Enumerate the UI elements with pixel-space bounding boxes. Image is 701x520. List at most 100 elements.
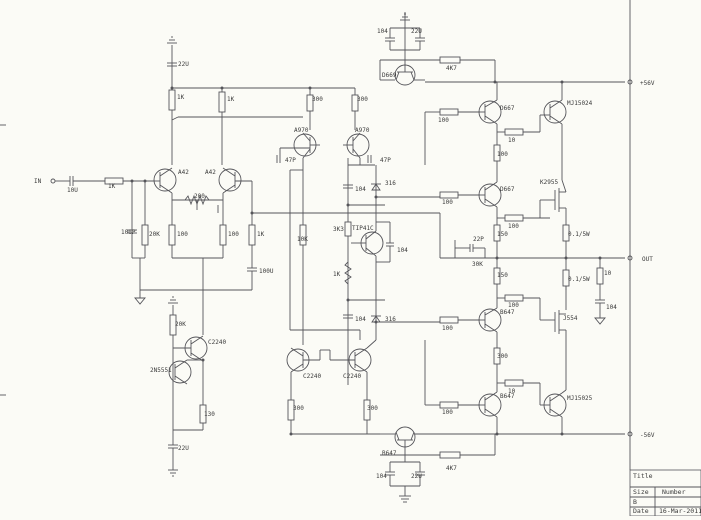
label-a42-right: A42 (205, 169, 216, 176)
label-c22u-left-bottom: 22U (178, 445, 189, 452)
label-j554: J554 (563, 315, 578, 322)
label-c104-c: 104 (397, 247, 408, 254)
resistor-100-pre-top (439, 108, 459, 116)
junction (560, 80, 564, 84)
label-k2955: K2955 (540, 179, 558, 186)
label-c104-a: 104 (355, 186, 366, 193)
resistor-100-b (219, 224, 227, 246)
junction (374, 195, 378, 199)
capacitor-104-out (595, 299, 605, 304)
ground-symbol (168, 296, 178, 304)
label-r20k-a: 20K (149, 231, 160, 238)
label-mj15024: MJ15024 (567, 100, 593, 107)
label-r100-j: 100 (508, 302, 519, 309)
capacitor-104-a (343, 184, 353, 189)
resistor-4k7-bottom (439, 451, 461, 459)
label-r4k7-top: 4K7 (446, 65, 457, 72)
junction (560, 432, 564, 436)
terminal-output (627, 255, 633, 261)
ground-symbol (167, 36, 177, 44)
label-r100-drv-top: 100 (442, 199, 453, 206)
label-r300-d: 300 (293, 405, 304, 412)
label-b647-pre: B647 (500, 393, 515, 400)
label-r10-top: 10 (508, 137, 516, 144)
label-r300-e: 300 (367, 405, 378, 412)
label-2n5551: 2N5551 (150, 367, 172, 374)
label-c100p: 100P (121, 229, 136, 236)
label-a970-right: A970 (355, 127, 370, 134)
resistor-4k7-top (439, 56, 461, 64)
capacitor-100p (127, 222, 137, 258)
label-r20k-b: 20K (175, 321, 186, 328)
label-pot-200: 200 (194, 193, 205, 200)
resistor-3k3 (344, 221, 352, 237)
transistor-d667-top (478, 99, 502, 125)
resistor-100-drv-bottom (439, 316, 459, 324)
label-c22p: 22P (473, 236, 484, 243)
label-c47p-a: 47P (285, 157, 296, 164)
date-value: 16-Mar-2011 (659, 507, 701, 515)
size-label: Size (633, 488, 649, 496)
ground-symbol (134, 290, 146, 305)
capacitor-100u (247, 267, 257, 272)
transistor-c2240-left (173, 335, 208, 362)
date-label: Date (633, 507, 649, 515)
title-block: Title Size Number B Date 16-Mar-2011 (629, 469, 701, 517)
transistor-a970-left (293, 132, 320, 159)
resistor-10-top (504, 128, 524, 136)
label-tip41c: TIP41C (352, 225, 374, 232)
label-r150-top: 150 (497, 231, 508, 238)
ground-symbol (594, 317, 606, 325)
wire (561, 389, 567, 394)
label-r4k7-bottom: 4K7 (446, 465, 457, 472)
capacitor-104-b (343, 314, 353, 319)
resistor-10-out (596, 267, 604, 285)
label-r01-top: 0.1/5W (568, 231, 590, 238)
label-r100-pre-bottom: 100 (442, 409, 453, 416)
resistor-100-k (504, 214, 524, 222)
label-r1k-d: 1K (333, 271, 341, 278)
label-r300-b: 300 (357, 96, 368, 103)
junction (220, 86, 224, 90)
label-c22u-bottom: 22U (411, 473, 422, 480)
junction (143, 179, 147, 183)
capacitor-22u-bottom (415, 462, 425, 486)
junction (130, 179, 134, 183)
label-input: IN (34, 178, 42, 185)
label-r-input: 1K (108, 183, 116, 190)
label-mj15025: MJ15025 (567, 395, 593, 402)
terminal-input (50, 178, 56, 184)
label-r1k-b: 1K (227, 96, 235, 103)
label-c104-out: 104 (606, 304, 617, 311)
capacitor-22u-left-top (167, 62, 177, 67)
resistor-100-j (504, 294, 524, 302)
transistor-mj15025 (540, 392, 567, 418)
transistor-b647-bottom (394, 426, 416, 455)
transistor-c2240-vas-right (330, 347, 372, 373)
transistor-a42-left (153, 167, 177, 194)
terminal-negative (627, 431, 633, 437)
transistor-k2955 (540, 188, 566, 212)
label-r100-drv-bottom: 100 (442, 325, 453, 332)
capacitor-22p (469, 244, 474, 252)
wire (171, 116, 179, 121)
capacitor-input (69, 176, 74, 186)
label-c104-b: 104 (355, 316, 366, 323)
label-c22u-left-top: 22U (178, 61, 189, 68)
junction (170, 86, 174, 90)
transistor-d669 (394, 60, 416, 86)
label-d667-top: D667 (500, 105, 515, 112)
transistor-a970-right (343, 132, 370, 159)
capacitor-47p-a (276, 155, 281, 163)
label-c2240-vas-right: C2240 (343, 373, 361, 380)
label-r100-mid: 100 (497, 151, 508, 158)
resistor-100-drv-top (439, 191, 459, 199)
label-r10k: 10K (297, 236, 308, 243)
label-b647-bottom: B647 (382, 450, 397, 457)
label-output: OUT (642, 256, 653, 263)
size-value: B (633, 498, 637, 506)
junction (493, 80, 497, 84)
junction (201, 358, 205, 362)
